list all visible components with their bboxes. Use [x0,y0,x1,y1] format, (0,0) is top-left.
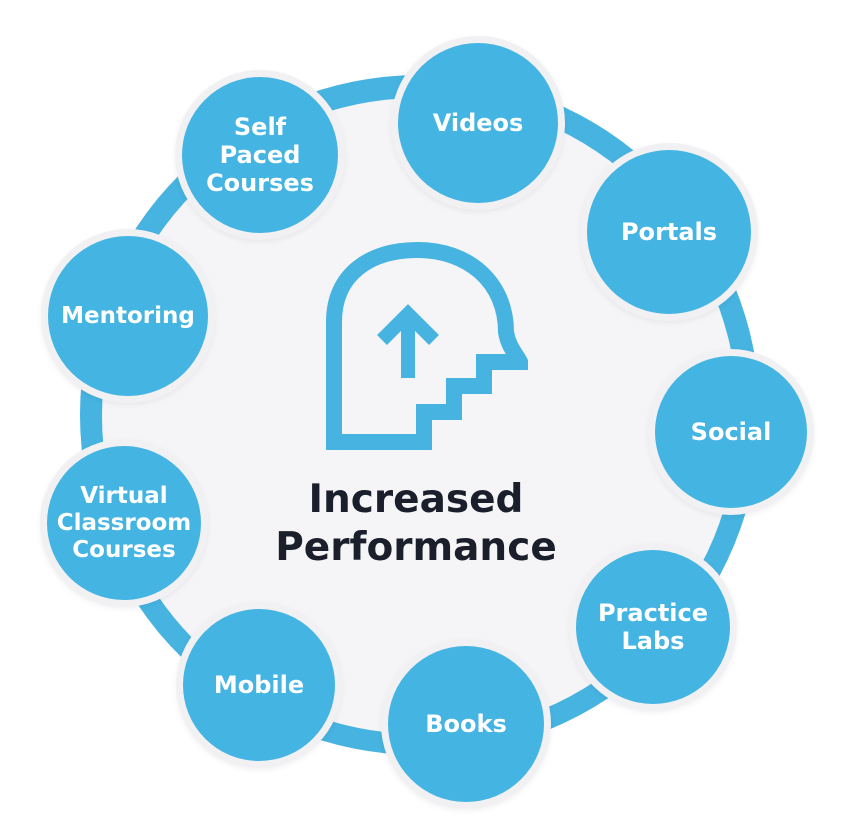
node-mobile[interactable]: Mobile [183,609,335,761]
node-label: Videos [433,109,524,137]
node-label-line: Virtual [80,482,168,509]
node-label: Virtual Classroom Courses [57,483,192,564]
node-label: Mentoring [61,302,195,330]
node-label-line: Courses [72,536,176,563]
center-title: Increased Performance [216,476,616,572]
node-self-paced-courses[interactable]: Self Paced Courses [182,77,338,233]
center-title-line-1: Increased [308,477,524,522]
node-label-line: Classroom [56,509,192,536]
center-title-line-2: Performance [275,525,557,570]
node-label: Portals [621,218,717,246]
node-label-line: Labs [621,627,685,655]
node-label-line: Paced [219,141,301,169]
node-label-line: Self [233,113,287,141]
node-label: Self Paced Courses [206,113,314,197]
node-label: Books [425,710,507,738]
head-with-up-arrow-icon [326,241,528,450]
node-label-line: Books [425,710,507,738]
node-videos[interactable]: Videos [398,43,558,203]
node-practice-labs[interactable]: Practice Labs [576,550,730,704]
node-label: Mobile [214,671,304,699]
node-books[interactable]: Books [388,646,544,802]
node-label-line: Courses [206,169,314,197]
node-label: Social [691,418,772,446]
node-label-line: Mentoring [61,303,195,329]
node-label-line: Practice [597,599,709,627]
node-social[interactable]: Social [655,356,807,508]
node-virtual-classroom-courses[interactable]: Virtual Classroom Courses [47,446,201,600]
node-label-line: Social [690,418,772,446]
node-label-line: Videos [432,109,524,137]
node-label-line: Mobile [213,671,305,699]
node-mentoring[interactable]: Mentoring [48,236,208,396]
node-label: Practice Labs [598,599,708,655]
node-portals[interactable]: Portals [587,150,751,314]
node-label-line: Portals [620,218,718,246]
